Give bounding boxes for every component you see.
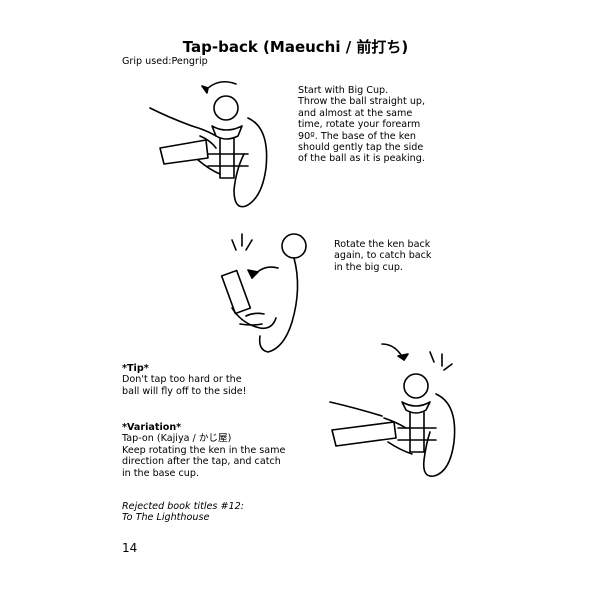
impact-marks [231,233,253,251]
variation-line: in the base cup. [122,467,200,479]
step-1-line: 90º. The base of the ken [298,130,416,142]
step-1-line: time, rotate your forearm [298,119,421,131]
step-2-line: in the big cup. [334,261,403,273]
step-1-line: and almost at the same [298,107,413,119]
string-loop [233,117,268,208]
fingers [239,312,265,326]
ball [403,373,429,399]
fingers [191,125,221,175]
ken-crosspiece [207,153,249,167]
tip-heading: *Tip* [122,363,149,374]
page-number: 14 [122,541,138,555]
ken-crosspiece [397,427,437,441]
fingers [383,417,413,455]
joke-note: Rejected book titles #12: To The Lightho… [122,501,244,524]
variation-line: Keep rotating the ken in the same [122,444,286,456]
step-1-line: Start with Big Cup. [298,85,389,96]
variation-line: direction after the tap, and catch [122,456,281,468]
joke-line: Rejected book titles #12: [122,501,244,512]
arrow-head [397,353,409,361]
illustration-tap [220,233,307,353]
string-loop [258,257,299,353]
step-1-text: Start with Big Cup. Throw the ball strai… [298,85,425,165]
motion-arrow [207,80,237,89]
ken-big-cup [211,125,243,140]
page-title: Tap-back (Maeuchi / 前打ち) [182,38,409,56]
step-2-line: again, to catch back [334,250,432,262]
hand [231,307,277,330]
sleeve [159,139,209,165]
impact-marks [429,351,453,371]
string-loop [422,393,456,477]
step-1-line: Throw the ball straight up, [298,96,426,108]
ken-handle [219,137,235,179]
arrow-head [201,85,209,94]
illustration-big-cup [149,80,268,208]
ball [281,233,307,259]
ken-handle [409,411,425,453]
tip-line: Don't tap too hard or the [122,374,242,386]
ken-rotated [220,269,252,315]
variation-line: Tap-on (Kajiya / かじ屋) [122,433,232,445]
ken-big-cup [401,401,431,414]
variation-heading: *Variation* [122,422,182,433]
tip-box: *Tip* Don't tap too hard or the ball wil… [122,363,247,397]
forearm [149,107,193,127]
step-2-text: Rotate the ken back again, to catch back… [334,239,432,273]
step-1-line: of the ball as it is peaking. [298,153,425,165]
tip-line: ball will fly off to the side! [122,385,247,397]
sleeve [331,421,397,447]
step-2-line: Rotate the ken back [334,239,431,250]
illustration-catch [329,343,456,477]
joke-line: To The Lighthouse [122,512,210,524]
variation-box: *Variation* Tap-on (Kajiya / かじ屋) Keep r… [122,422,285,479]
forearm [329,401,383,417]
grip-note: Grip used:Pengrip [122,56,208,67]
step-1-line: should gently tap the side [298,142,424,154]
ball [213,95,239,121]
arrow-head [247,269,259,279]
